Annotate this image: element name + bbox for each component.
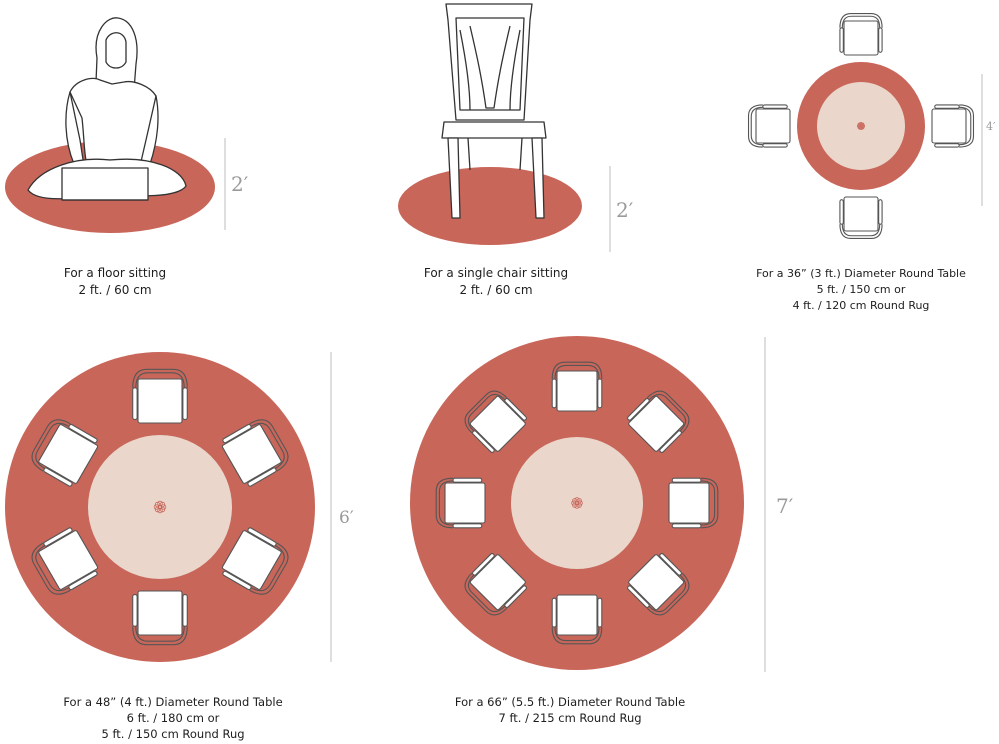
table-48in-illustration	[5, 352, 315, 662]
caption-line: 7 ft. / 215 cm Round Rug	[498, 711, 642, 725]
caption-line: 2 ft. / 60 cm	[78, 283, 152, 297]
caption-floor: For a floor sitting 2 ft. / 60 cm	[15, 265, 215, 299]
dimension-label: 6′	[339, 508, 354, 528]
chair-icon	[839, 196, 883, 240]
caption-title: For a single chair sitting	[423, 266, 569, 280]
round-table	[511, 437, 643, 569]
table-66in-illustration	[410, 336, 744, 670]
caption-title: For a 48” (4 ft.) Diameter Round Table	[63, 695, 283, 709]
chair-icon	[747, 104, 791, 148]
chair-icon	[435, 477, 486, 529]
chair-icon	[627, 553, 690, 616]
chair-icon	[221, 527, 289, 595]
chair-icon	[551, 594, 603, 645]
chair-icon	[627, 390, 690, 453]
dimension-label: 4′	[986, 120, 996, 133]
center-medallion-icon	[153, 500, 167, 514]
chair-icon	[464, 390, 527, 453]
chair-icon	[132, 590, 188, 646]
round-table	[88, 435, 232, 579]
caption-table36: For a 36” (3 ft.) Diameter Round Table 5…	[746, 266, 976, 314]
dimension-label: 7′	[776, 494, 794, 518]
table-36in-illustration	[747, 12, 975, 240]
dimension-label: 2′	[231, 172, 249, 196]
caption-table66: For a 66” (5.5 ft.) Diameter Round Table…	[450, 694, 690, 726]
center-medallion-icon	[856, 122, 865, 130]
caption-line: 6 ft. / 180 cm or	[126, 711, 220, 725]
chair-icon	[132, 368, 188, 424]
chair-icon	[441, 3, 547, 219]
caption-title: For a 36” (3 ft.) Diameter Round Table	[756, 267, 966, 280]
caption-line: 5 ft. / 150 cm or	[816, 283, 906, 296]
caption-title: For a 66” (5.5 ft.) Diameter Round Table	[454, 695, 686, 709]
caption-chair: For a single chair sitting 2 ft. / 60 cm	[396, 265, 596, 299]
center-medallion-icon	[571, 497, 583, 509]
floor-sitting-illustration	[5, 17, 226, 233]
chair-sitting-illustration	[398, 3, 611, 252]
caption-line: 5 ft. / 150 cm Round Rug	[101, 727, 245, 741]
seated-woman-icon	[27, 17, 187, 201]
chair-icon	[668, 477, 719, 529]
caption-title: For a floor sitting	[63, 266, 167, 280]
caption-line: 2 ft. / 60 cm	[459, 283, 533, 297]
chair-icon	[931, 104, 975, 148]
chair-icon	[221, 419, 289, 487]
round-table	[817, 82, 905, 170]
rug-2ft-chair	[398, 167, 582, 245]
chair-icon	[31, 527, 99, 595]
chair-icon	[839, 12, 883, 56]
caption-table48: For a 48” (4 ft.) Diameter Round Table 6…	[58, 694, 288, 742]
chair-icon	[551, 361, 603, 412]
dimension-label: 2′	[616, 198, 634, 222]
caption-line: 4 ft. / 120 cm Round Rug	[792, 299, 930, 312]
chair-icon	[464, 553, 527, 616]
chair-icon	[31, 419, 99, 487]
